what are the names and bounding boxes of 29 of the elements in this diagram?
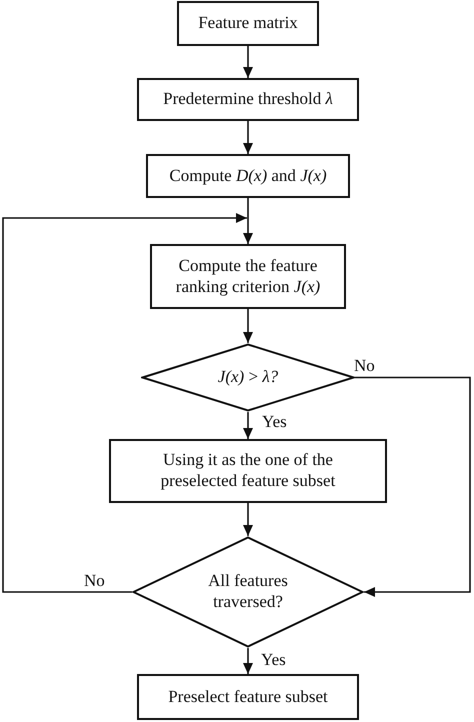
process-text: Compute D(x) and J(x): [169, 166, 327, 186]
process-text: Using it as the one of the preselected feature subset: [160, 450, 336, 492]
process-text: Feature matrix: [198, 13, 298, 34]
arrow: [243, 503, 253, 536]
arrow: [243, 121, 253, 154]
arrow: [243, 198, 253, 244]
process-box: [177, 1, 319, 46]
arrow: [243, 412, 253, 439]
edge-label: Yes: [262, 413, 287, 432]
process-text: Predetermine threshold λ: [163, 89, 333, 110]
edge-label: No: [354, 357, 375, 376]
decision-diamond: [132, 536, 364, 648]
process-text: Compute the feature ranking criterion J(x): [174, 256, 322, 298]
arrow: [2, 213, 247, 593]
process-text: Preselect feature subset: [168, 686, 328, 708]
arrow: [243, 309, 253, 343]
edge-label: No: [84, 572, 105, 591]
process-box: [150, 244, 346, 309]
arrow: [243, 46, 253, 78]
decision-text: J(x) > λ?: [218, 367, 278, 388]
process-box: [109, 439, 387, 503]
edge-label: Yes: [261, 651, 286, 670]
arrow: [355, 376, 471, 597]
process-box: [146, 154, 350, 198]
process-box: [137, 674, 359, 720]
decision-text: All features traversed?: [207, 571, 289, 613]
decision-diamond: [141, 343, 355, 412]
process-box: [137, 78, 359, 121]
arrow: [243, 648, 253, 674]
